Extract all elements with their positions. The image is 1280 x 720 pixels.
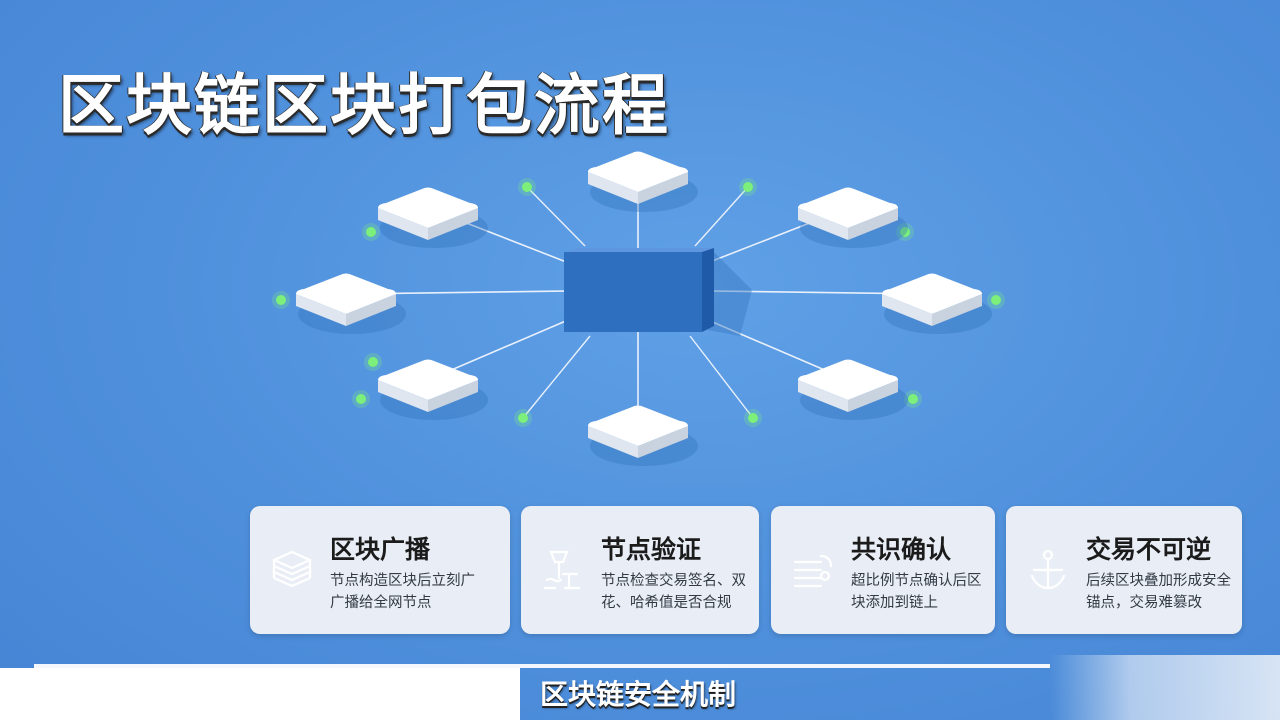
node-side-right bbox=[428, 380, 478, 412]
node-tile bbox=[296, 273, 406, 334]
node-side-left bbox=[882, 294, 932, 326]
anchor-icon bbox=[1030, 549, 1066, 590]
footer-white-band bbox=[0, 668, 520, 720]
block-network-diagram bbox=[272, 151, 1005, 466]
node-tile bbox=[588, 151, 698, 212]
status-dot bbox=[743, 182, 753, 192]
node-top bbox=[296, 273, 396, 314]
card-desc-line: 块添加到链上 bbox=[851, 595, 938, 611]
status-dot bbox=[276, 295, 286, 305]
card-desc-line: 广播给全网节点 bbox=[330, 595, 432, 611]
center-block-side bbox=[702, 248, 714, 332]
node-tile bbox=[588, 405, 698, 466]
card-desc-line: 超比例节点确认后区 bbox=[851, 573, 982, 589]
node-top bbox=[798, 187, 898, 228]
footer-fade bbox=[1050, 655, 1280, 720]
card-desc-line: 后续区块叠加形成安全 bbox=[1086, 573, 1231, 589]
node-side-left bbox=[378, 208, 428, 240]
card-consensus-confirm: 共识确认 超比例节点确认后区 块添加到链上 bbox=[771, 506, 995, 634]
card-description: 节点构造区块后立刻广 广播给全网节点 bbox=[330, 570, 475, 614]
footer-divider bbox=[34, 664, 1050, 668]
node-side-right bbox=[848, 208, 898, 240]
node-tiles bbox=[296, 151, 992, 466]
node-side-left bbox=[378, 380, 428, 412]
node-side-left bbox=[588, 426, 638, 458]
status-dot bbox=[366, 227, 376, 237]
center-block-shadow bbox=[708, 252, 752, 336]
node-tile bbox=[378, 187, 488, 248]
center-block-front bbox=[564, 252, 702, 332]
node-side-right bbox=[346, 294, 396, 326]
node-top bbox=[588, 405, 688, 446]
center-block bbox=[564, 248, 752, 336]
node-side-left bbox=[588, 172, 638, 204]
node-side-left bbox=[798, 208, 848, 240]
card-description: 后续区块叠加形成安全 锚点，交易难篡改 bbox=[1086, 570, 1231, 614]
status-dot bbox=[356, 394, 366, 404]
status-dot bbox=[368, 357, 378, 367]
verify-scale-icon bbox=[543, 550, 581, 590]
status-dot bbox=[908, 394, 918, 404]
status-dot bbox=[900, 227, 910, 237]
card-desc-line: 节点构造区块后立刻广 bbox=[330, 573, 475, 589]
node-top bbox=[588, 151, 688, 192]
node-side-right bbox=[932, 294, 982, 326]
status-dot bbox=[991, 295, 1001, 305]
connection-line bbox=[522, 335, 591, 419]
node-tile bbox=[378, 359, 488, 420]
card-title: 共识确认 bbox=[851, 535, 952, 564]
card-title: 节点验证 bbox=[601, 535, 702, 564]
node-top bbox=[378, 359, 478, 400]
connection-line bbox=[694, 186, 749, 247]
card-desc-line: 节点检查交易签名、双 bbox=[601, 573, 746, 589]
status-dot bbox=[518, 413, 528, 423]
card-description: 节点检查交易签名、双 花、哈希值是否合规 bbox=[601, 570, 746, 614]
node-tile bbox=[882, 273, 992, 334]
card-desc-line: 锚点，交易难篡改 bbox=[1086, 595, 1202, 611]
footer-caption: 区块链安全机制 bbox=[540, 678, 737, 711]
card-irreversible: 交易不可逆 后续区块叠加形成安全 锚点，交易难篡改 bbox=[1006, 506, 1242, 634]
stack-layers-icon bbox=[272, 550, 312, 588]
card-desc-line: 花、哈希值是否合规 bbox=[601, 595, 732, 611]
node-top bbox=[882, 273, 982, 314]
node-tile bbox=[798, 187, 908, 248]
status-dot bbox=[522, 182, 532, 192]
node-top bbox=[378, 187, 478, 228]
node-tile bbox=[798, 359, 908, 420]
card-description: 超比例节点确认后区 块添加到链上 bbox=[851, 570, 982, 614]
page-title: 区块链区块打包流程 bbox=[58, 67, 670, 144]
connection-line bbox=[526, 186, 586, 247]
status-dots bbox=[272, 178, 1005, 427]
card-node-verify: 节点验证 节点检查交易签名、双 花、哈希值是否合规 bbox=[521, 506, 759, 634]
card-title: 区块广播 bbox=[330, 535, 431, 564]
node-side-left bbox=[798, 380, 848, 412]
node-side-right bbox=[638, 172, 688, 204]
node-side-right bbox=[848, 380, 898, 412]
node-top bbox=[798, 359, 898, 400]
card-block-broadcast: 区块广播 节点构造区块后立刻广 广播给全网节点 bbox=[250, 506, 510, 634]
node-side-right bbox=[428, 208, 478, 240]
connection-line bbox=[689, 335, 754, 419]
node-side-right bbox=[638, 426, 688, 458]
feature-cards: 区块广播 节点构造区块后立刻广 广播给全网节点 节点验证 节点检查交易签名、双 … bbox=[250, 506, 1242, 636]
status-dot bbox=[748, 413, 758, 423]
node-side-left bbox=[296, 294, 346, 326]
ledger-stack-icon bbox=[793, 554, 833, 588]
card-title: 交易不可逆 bbox=[1086, 535, 1212, 564]
center-block-top bbox=[566, 248, 714, 252]
